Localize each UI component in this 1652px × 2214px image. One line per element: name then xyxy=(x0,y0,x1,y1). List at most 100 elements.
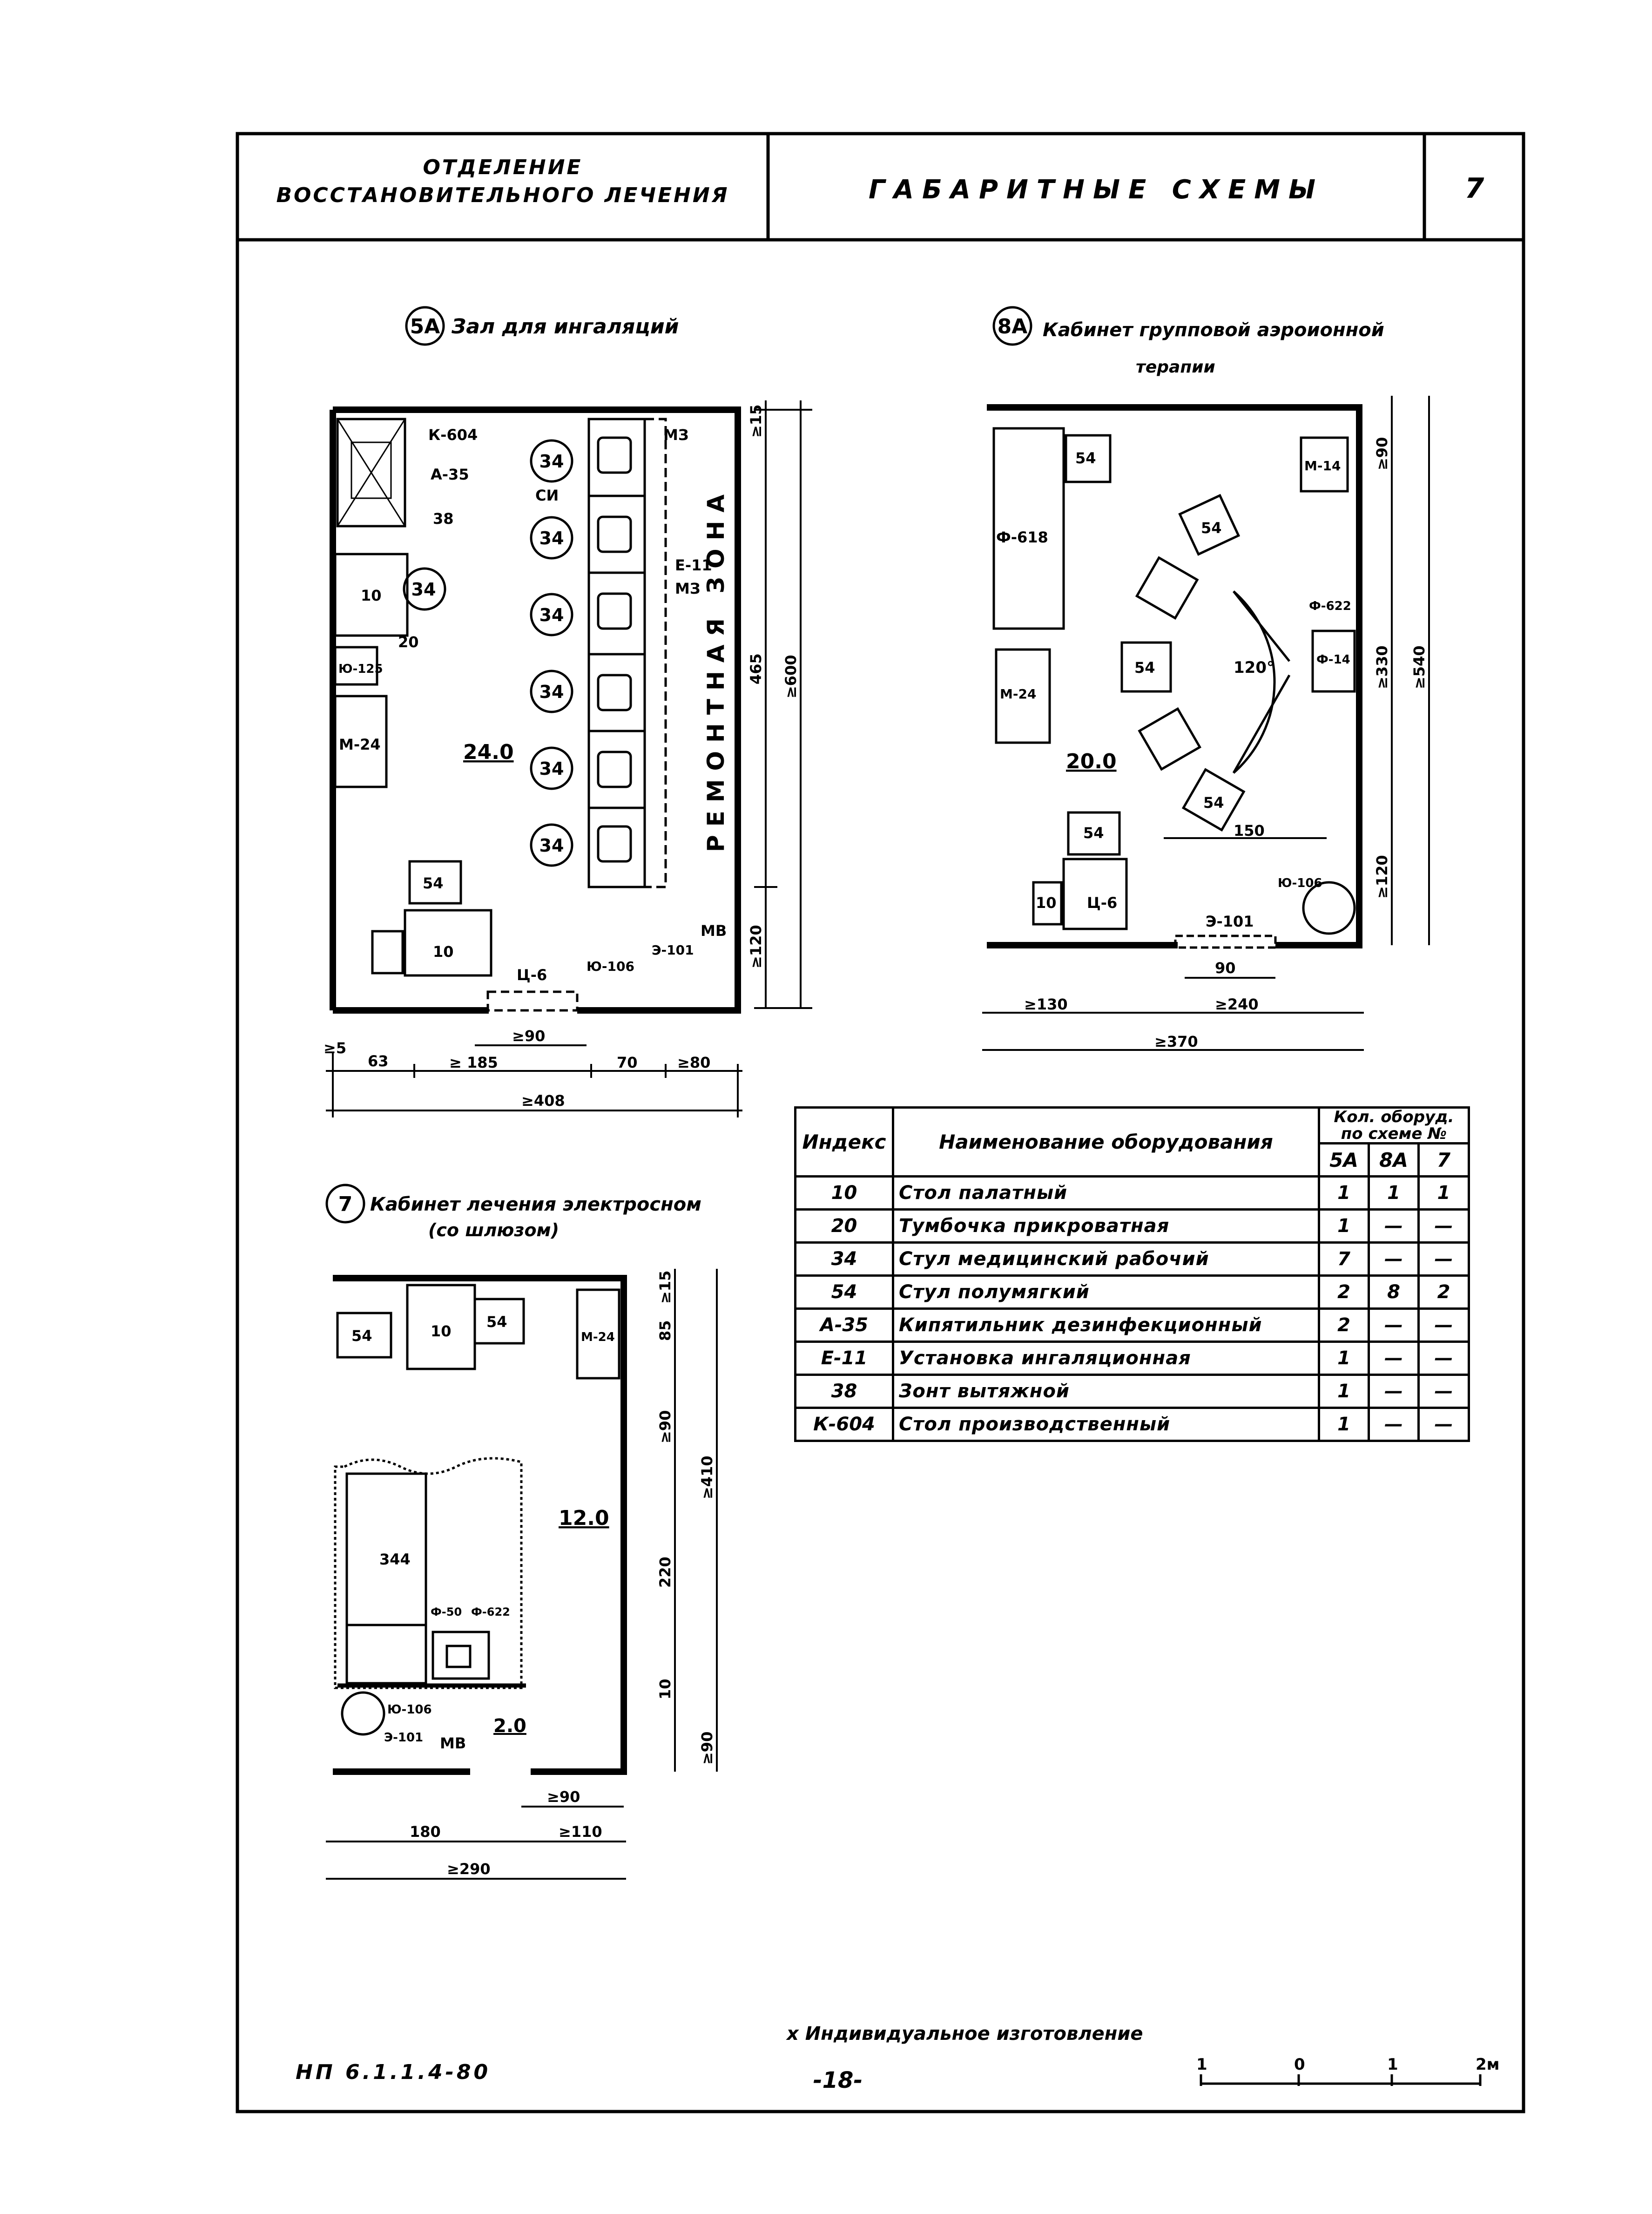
cell-qty: — xyxy=(1368,1341,1420,1376)
col-scheme: 8А xyxy=(1368,1142,1420,1178)
plan-5a-badge: 5А xyxy=(410,315,440,339)
cell-qty: — xyxy=(1417,1374,1470,1409)
plan-label: 10 xyxy=(1036,894,1057,912)
col-qty-line: по схеме № xyxy=(1341,1124,1447,1143)
plan-label: 38 xyxy=(433,510,454,528)
col-index: Индекс xyxy=(794,1106,894,1178)
plan-7: 7 Кабинет лечения электросном (со шлюзом… xyxy=(325,1184,718,1880)
cell-qty: 1 xyxy=(1318,1341,1370,1376)
cell-name: Зонт вытяжной xyxy=(892,1374,1320,1409)
dim-label: ≥130 xyxy=(1024,995,1068,1013)
plan-8a-title: Кабинет групповой аэроионной xyxy=(1043,319,1384,341)
plan-7-lock-area: 2.0 xyxy=(493,1715,526,1737)
dim-label: ≥90 xyxy=(512,1027,545,1045)
dim-label: ≥370 xyxy=(1154,1033,1198,1050)
cell-name: Кипятильник дезинфекционный xyxy=(892,1307,1320,1343)
plan-label: М-14 xyxy=(1304,458,1341,474)
scale-label: 1 xyxy=(1387,2055,1398,2074)
scale-bar xyxy=(1200,2074,1482,2086)
cell-qty: 2 xyxy=(1417,1274,1470,1310)
plan-7-title: Кабинет лечения электросном xyxy=(370,1194,701,1215)
cell-qty: 2 xyxy=(1318,1274,1370,1310)
cell-name: Стул полумягкий xyxy=(892,1274,1320,1310)
dim-label: ≥90 xyxy=(1373,437,1391,470)
plan-label: 54 xyxy=(423,874,444,892)
scale-label: 2м xyxy=(1476,2055,1499,2074)
plan-8a-badge: 8А xyxy=(998,315,1028,339)
plan-label: 344 xyxy=(379,1550,411,1568)
plan-label: Ю-125 xyxy=(338,662,383,676)
cell-name: Стол производственный xyxy=(892,1407,1320,1442)
plan-8a-title-2: терапии xyxy=(1136,358,1215,377)
dim-label: ≥408 xyxy=(521,1092,565,1110)
plan-label: 54 xyxy=(486,1313,507,1331)
col-scheme: 5А xyxy=(1318,1142,1370,1178)
plan-label: МЗ xyxy=(675,580,701,597)
cell-qty: — xyxy=(1368,1407,1420,1442)
dim-label: ≥5 xyxy=(324,1039,346,1057)
cell-qty: 1 xyxy=(1368,1175,1420,1211)
plan-5a-title: Зал для ингаляций xyxy=(451,315,679,339)
plan-7-title-2: (со шлюзом) xyxy=(428,1220,559,1240)
plan-label: 10 xyxy=(361,587,382,604)
department-line: ВОССТАНОВИТЕЛЬНОГО ЛЕЧЕНИЯ xyxy=(276,183,729,207)
chair-label: 34 xyxy=(539,835,564,856)
plan-label: Ф-618 xyxy=(996,528,1048,546)
dim-label: 220 xyxy=(656,1557,674,1588)
dim-label: ≥110 xyxy=(559,1823,602,1841)
department-title: ОТДЕЛЕНИЕ ВОССТАНОВИТЕЛЬНОГО ЛЕЧЕНИЯ xyxy=(240,154,766,210)
col-qty: Кол. оборуд. по схеме № xyxy=(1317,1106,1470,1144)
dim-label: 465 xyxy=(747,653,765,684)
dim-label: ≥540 xyxy=(1410,645,1428,689)
dim-label: 63 xyxy=(368,1052,389,1070)
dim-label: ≥90 xyxy=(698,1732,716,1765)
plan-label: Э-101 xyxy=(1206,913,1254,930)
dim-label: 150 xyxy=(1234,822,1265,840)
plan-label: 54 xyxy=(1134,659,1155,677)
plan-label: МВ xyxy=(440,1734,466,1752)
plan-label: М-24 xyxy=(581,1330,615,1344)
cell-qty: — xyxy=(1417,1241,1470,1277)
col-name: Наименование оборудования xyxy=(892,1106,1320,1178)
dim-label: ≥ 185 xyxy=(449,1054,498,1071)
cell-index: 34 xyxy=(794,1241,894,1277)
plan-5a-badge-circle xyxy=(405,306,445,346)
dim-label: ≥600 xyxy=(782,655,800,698)
plan-label: 54 xyxy=(351,1327,372,1345)
cell-qty: 1 xyxy=(1318,1175,1370,1211)
chair-label: 34 xyxy=(539,528,564,548)
cell-qty: 1 xyxy=(1417,1175,1470,1211)
dim-label: ≥90 xyxy=(656,1410,674,1443)
plan-label: 54 xyxy=(1075,449,1096,467)
plan-5a-zone: РЕМОНТНАЯ ЗОНА xyxy=(702,486,729,852)
cell-qty: — xyxy=(1368,1241,1420,1277)
cell-index: 10 xyxy=(794,1175,894,1211)
dim-label: ≥90 xyxy=(547,1788,580,1806)
chair-label: 34 xyxy=(539,682,564,702)
dim-label: ≥290 xyxy=(447,1860,491,1878)
cell-index: Е-11 xyxy=(794,1341,894,1376)
dim-label: 70 xyxy=(617,1054,638,1071)
plan-label: 54 xyxy=(1203,794,1224,812)
dim-label: 180 xyxy=(410,1823,441,1841)
plan-label: А-35 xyxy=(431,466,469,483)
cell-index: К-604 xyxy=(794,1407,894,1442)
plan-label: Ю-106 xyxy=(587,959,634,974)
cell-name: Установка ингаляционная xyxy=(892,1341,1320,1376)
cell-qty: — xyxy=(1368,1374,1420,1409)
cell-qty: 8 xyxy=(1368,1274,1420,1310)
plan-8a-angle: 120° xyxy=(1234,658,1274,677)
page-number: -18- xyxy=(813,2067,863,2093)
chair-label: 34 xyxy=(411,579,436,600)
cell-qty: 1 xyxy=(1318,1407,1370,1442)
dim-label: ≥15 xyxy=(656,1271,674,1304)
plan-label: Э-101 xyxy=(384,1731,423,1745)
plan-label: Ф-50 xyxy=(431,1605,462,1618)
plan-7-badge: 7 xyxy=(338,1192,353,1216)
